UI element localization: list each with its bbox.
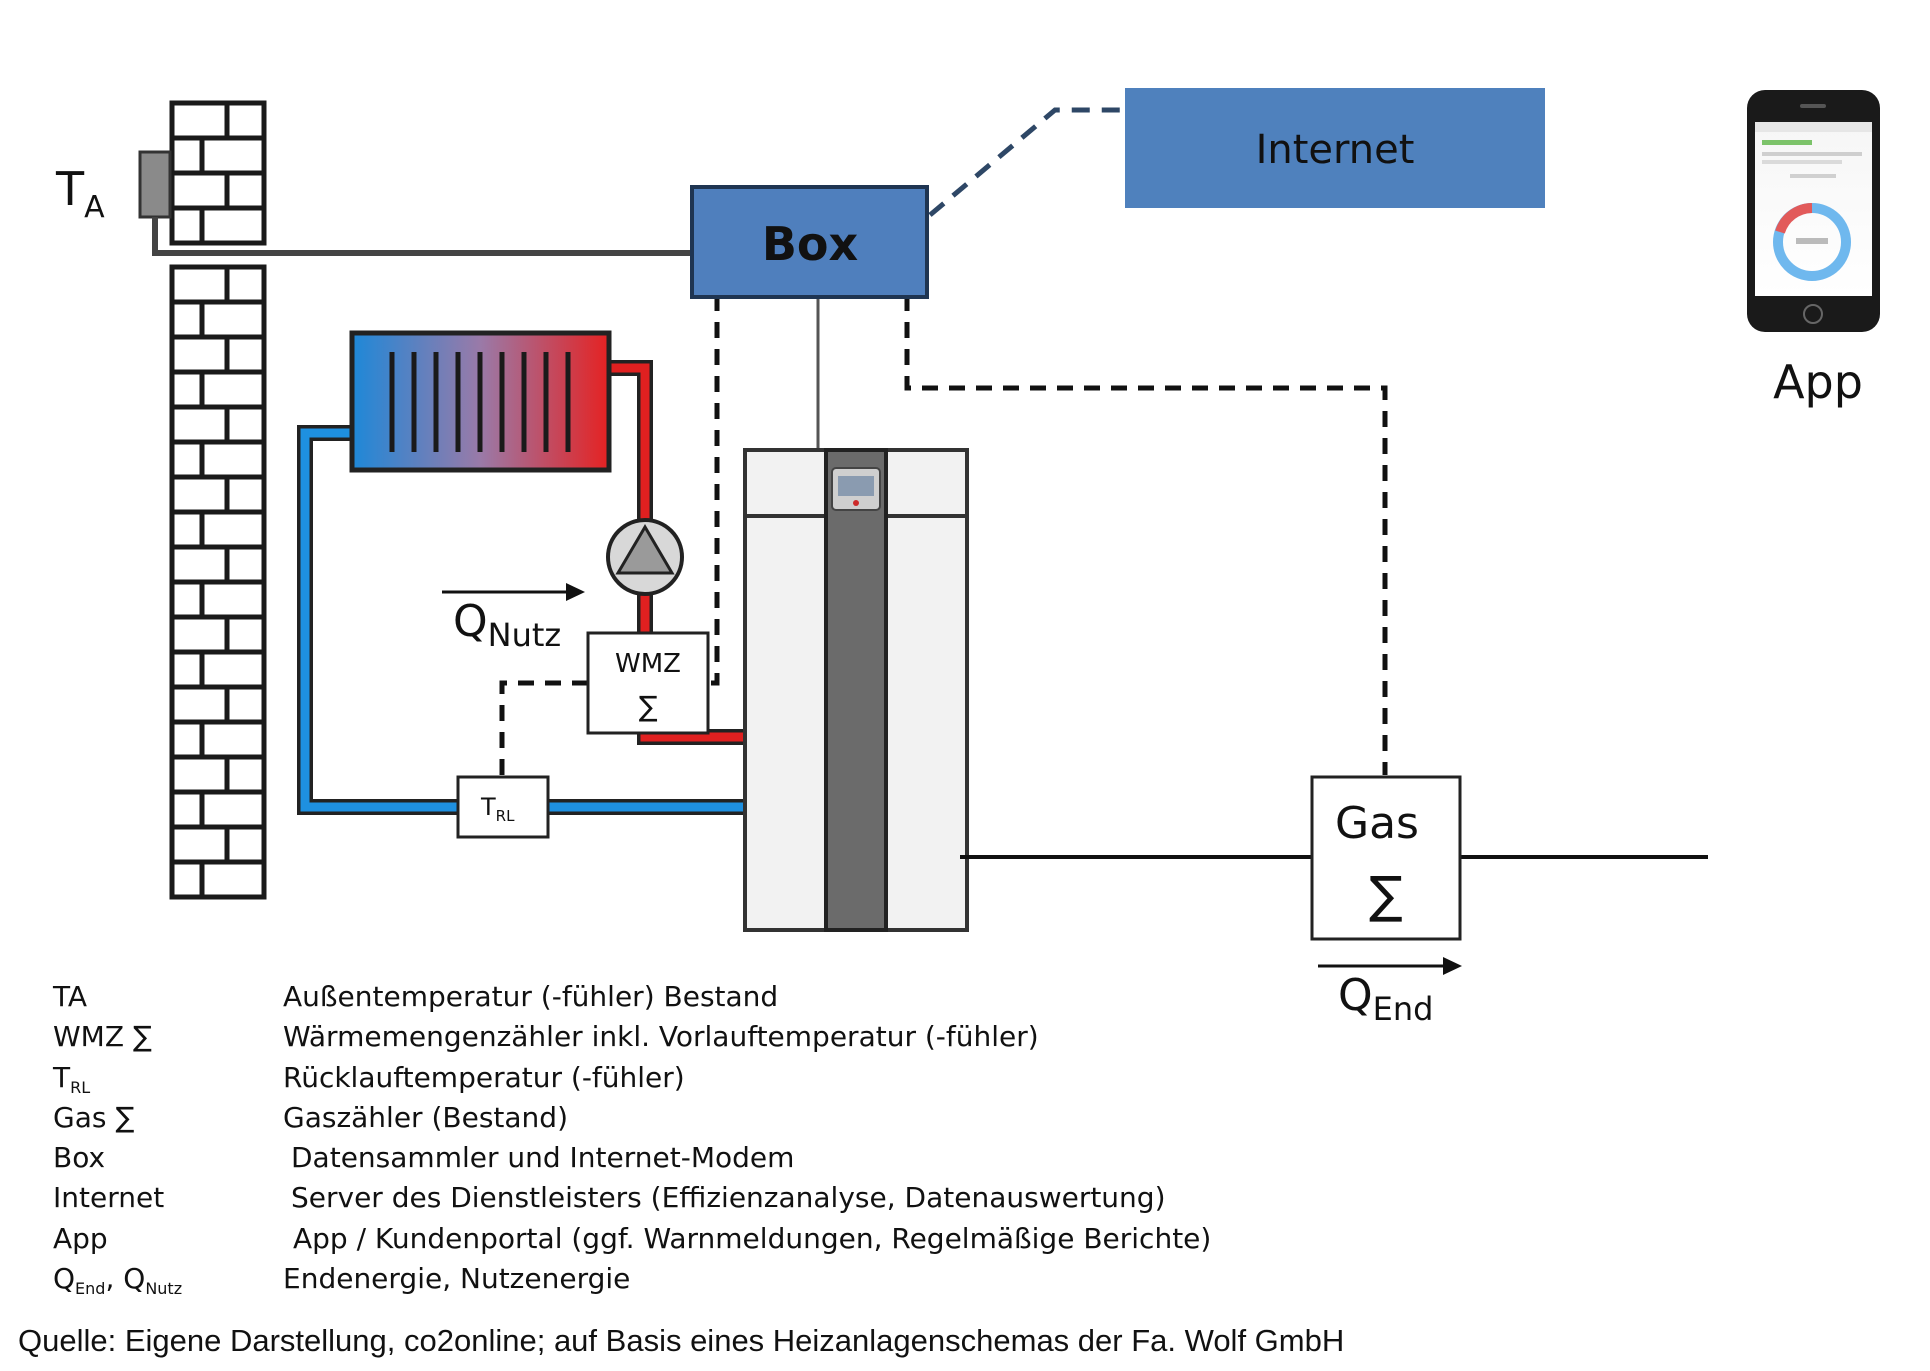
brick-wall: [169, 100, 267, 900]
boiler: [743, 448, 969, 932]
internet-node: [1125, 88, 1545, 208]
wmz-sigma: ∑: [639, 690, 658, 723]
radiator: [349, 330, 612, 473]
box-node: [690, 185, 929, 299]
wmz-label: WMZ: [615, 649, 681, 679]
trl-label: TRL: [480, 793, 515, 825]
internet-label: Internet: [1256, 127, 1415, 173]
gas-label: Gas: [1335, 798, 1419, 849]
qnutz-arrow: [442, 583, 585, 601]
gas-meter: [1310, 775, 1462, 941]
data-links: [928, 107, 1125, 217]
trl-sensor: [456, 775, 550, 839]
ta-label: TA: [55, 162, 105, 225]
smartphone-icon: [1747, 90, 1880, 332]
app-label: App: [1773, 355, 1863, 409]
sensor-cable: [152, 217, 692, 256]
signal-links: [499, 295, 1388, 775]
outdoor-temp-sensor: [138, 150, 172, 219]
box-label: Box: [762, 217, 858, 271]
wmz-meter: [586, 631, 710, 735]
qend-arrow: [1318, 957, 1462, 975]
qnutz-label: QNutz: [453, 596, 561, 654]
gas-sigma: ∑: [1369, 866, 1403, 924]
source-caption: Quelle: Eigene Darstellung, co2online; a…: [18, 1323, 1345, 1358]
qend-label: QEnd: [1338, 970, 1433, 1028]
circulation-pump: [606, 518, 684, 596]
